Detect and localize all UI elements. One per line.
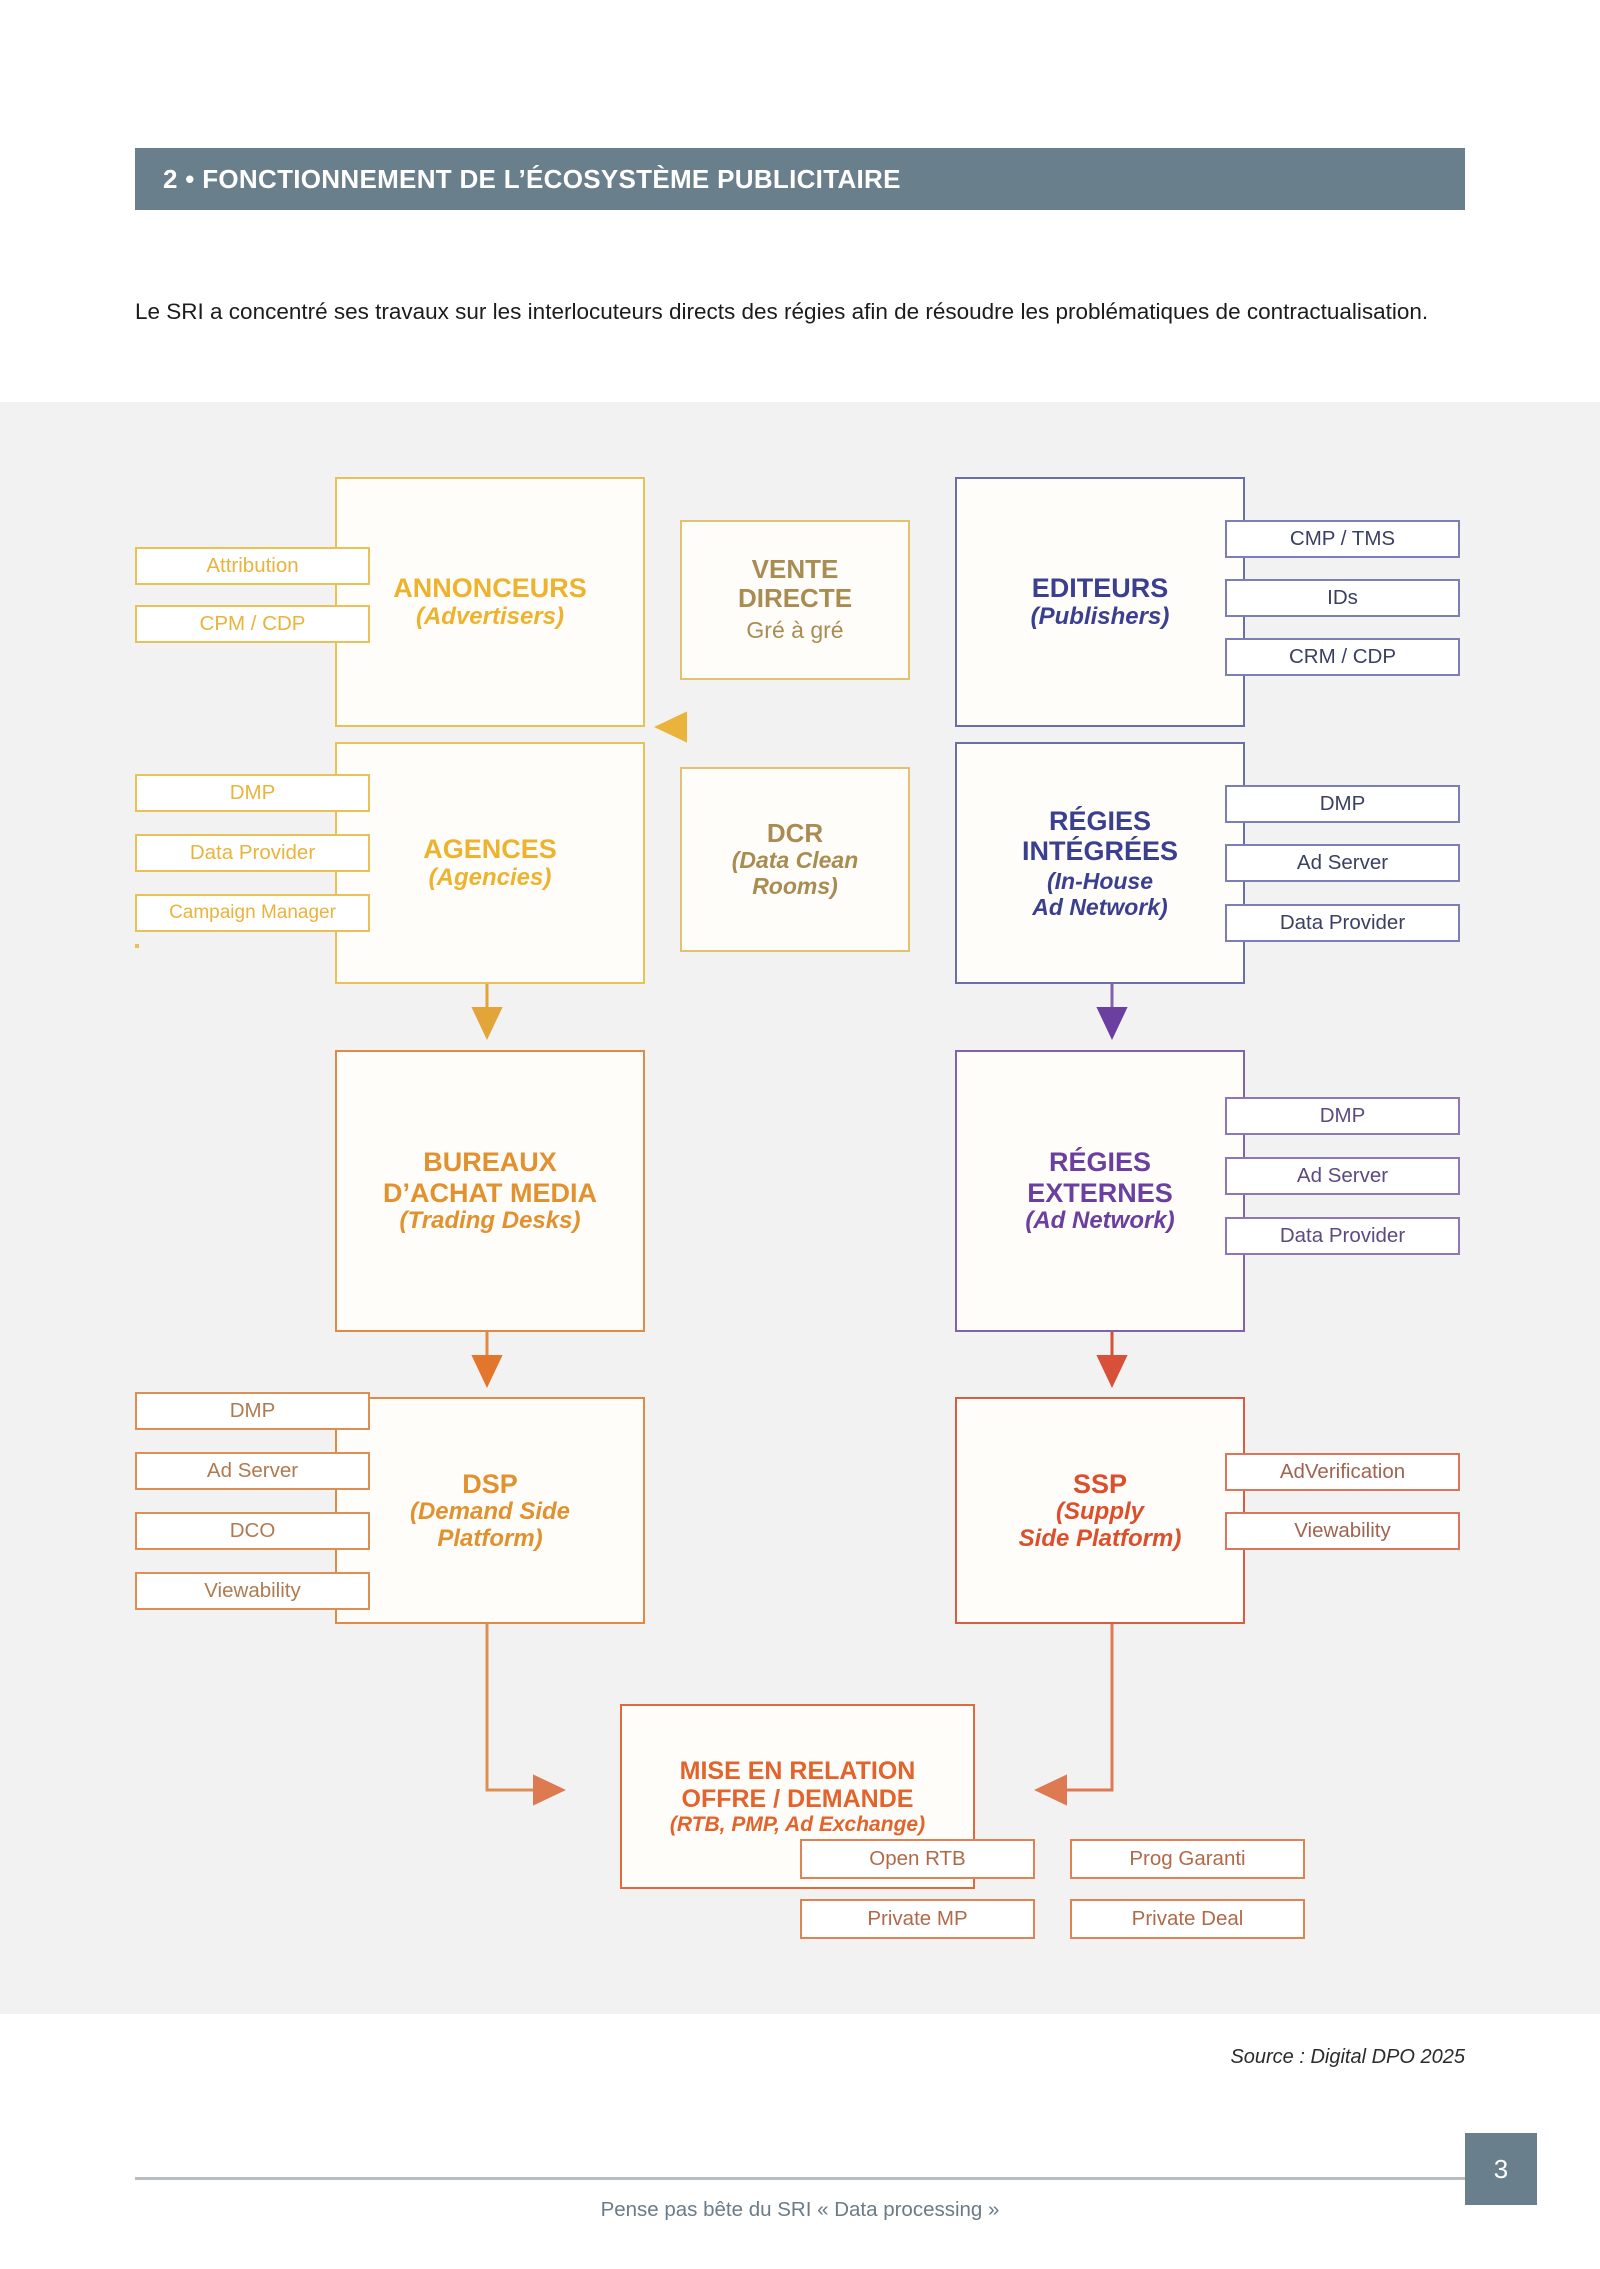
- chip-label: CPM / CDP: [199, 612, 306, 635]
- chip-mise-prog-garanti[interactable]: Prog Garanti: [1070, 1839, 1305, 1879]
- node-regies-ext-subtitle: (Ad Network): [1025, 1206, 1175, 1234]
- node-editeurs-subtitle: (Publishers): [1030, 602, 1170, 630]
- node-bureaux-subtitle: (Trading Desks): [399, 1206, 581, 1234]
- page-number-badge: 3: [1465, 2133, 1537, 2205]
- node-ssp-subtitle-2: Side Platform): [1018, 1524, 1182, 1552]
- chip-label: AdVerification: [1279, 1460, 1406, 1483]
- node-regies-int-title-2: INTÉGRÉES: [1021, 835, 1179, 866]
- chip-mise-private-deal[interactable]: Private Deal: [1070, 1899, 1305, 1939]
- chip-label: DCO: [229, 1519, 276, 1542]
- chip-label: Data Provider: [189, 841, 316, 864]
- chip-label: Campaign Manager: [169, 902, 336, 923]
- node-bureaux-title-1: BUREAUX: [423, 1147, 557, 1178]
- chip-dsp-1[interactable]: Ad Server: [135, 1452, 370, 1490]
- chip-mise-open-rtb[interactable]: Open RTB: [800, 1839, 1035, 1879]
- chip-label: Data Provider: [1279, 1224, 1406, 1247]
- chip-dsp-0[interactable]: DMP: [135, 1392, 370, 1430]
- node-agences-title: AGENCES: [423, 834, 557, 865]
- node-bureaux-title-2: D’ACHAT MEDIA: [383, 1177, 597, 1208]
- chip-label: Ad Server: [206, 1459, 299, 1482]
- chip-label: CMP / TMS: [1289, 527, 1396, 550]
- chip-dsp-2[interactable]: DCO: [135, 1512, 370, 1550]
- source-caption: Source : Digital DPO 2025: [1230, 2046, 1465, 2068]
- section-header-band: 2 • FONCTIONNEMENT DE L’ÉCOSYSTÈME PUBLI…: [135, 148, 1465, 210]
- node-dsp-subtitle-2: Platform): [437, 1524, 543, 1552]
- node-mise-title-2: OFFRE / DEMANDE: [681, 1784, 914, 1813]
- chip-label: Prog Garanti: [1129, 1847, 1246, 1870]
- intro-paragraph: Le SRI a concentré ses travaux sur les i…: [135, 299, 1429, 324]
- chip-label: DMP: [229, 1399, 276, 1422]
- node-vente-subtitle: Gré à gré: [746, 617, 844, 644]
- node-dsp-title: DSP: [462, 1468, 518, 1499]
- node-regies-integrees[interactable]: RÉGIES INTÉGRÉES (In-House Ad Network): [955, 742, 1245, 984]
- chip-label: Open RTB: [869, 1847, 966, 1870]
- node-bureaux-achat-media[interactable]: BUREAUX D’ACHAT MEDIA (Trading Desks): [335, 1050, 645, 1332]
- connector-wires: [471, 711, 1128, 1806]
- ecosystem-diagram: ANNONCEURS (Advertisers) Attribution CPM…: [0, 402, 1600, 2014]
- node-regies-ext-title-2: EXTERNES: [1027, 1177, 1173, 1208]
- chip-label: CRM / CDP: [1288, 645, 1397, 668]
- node-regies-int-subtitle-1: (In-House: [1046, 867, 1154, 894]
- node-ssp[interactable]: SSP (Supply Side Platform): [955, 1397, 1245, 1624]
- chip-regies-int-0[interactable]: DMP: [1225, 785, 1460, 823]
- section-title: 2 • FONCTIONNEMENT DE L’ÉCOSYSTÈME PUBLI…: [163, 163, 901, 194]
- chip-label: Viewability: [204, 1579, 301, 1602]
- chip-mise-private-mp[interactable]: Private MP: [800, 1899, 1035, 1939]
- node-ssp-title: SSP: [1072, 1468, 1128, 1499]
- chip-editeurs-1[interactable]: IDs: [1225, 579, 1460, 617]
- chip-editeurs-0[interactable]: CMP / TMS: [1225, 520, 1460, 558]
- node-regies-ext-title-1: RÉGIES: [1048, 1147, 1152, 1178]
- chip-agences-0[interactable]: DMP: [135, 774, 370, 812]
- chip-ssp-1[interactable]: Viewability: [1225, 1512, 1460, 1550]
- node-annonceurs-subtitle: (Advertisers): [415, 602, 565, 630]
- node-dcr-subtitle-1: (Data Clean: [731, 847, 859, 874]
- footer-text: Pense pas bête du SRI « Data processing …: [600, 2198, 1000, 2221]
- node-dcr[interactable]: DCR (Data Clean Rooms): [680, 767, 910, 952]
- node-ssp-subtitle-1: (Supply: [1056, 1497, 1144, 1525]
- chip-label: DMP: [1319, 1104, 1366, 1127]
- node-annonceurs-title: ANNONCEURS: [393, 573, 587, 604]
- chip-label: Ad Server: [1296, 851, 1389, 874]
- chip-annonceurs-0[interactable]: Attribution: [135, 547, 370, 585]
- node-agences-subtitle: (Agencies): [428, 863, 552, 891]
- node-vente-title-2: DIRECTE: [737, 583, 853, 614]
- node-editeurs[interactable]: EDITEURS (Publishers): [955, 477, 1245, 727]
- node-vente-directe[interactable]: VENTE DIRECTE Gré à gré: [680, 520, 910, 680]
- chip-label: Private MP: [867, 1907, 968, 1930]
- node-vente-title-1: VENTE: [751, 554, 839, 585]
- node-regies-int-subtitle-2: Ad Network): [1032, 893, 1168, 920]
- footer-divider: [135, 2177, 1465, 2180]
- node-mise-title-1: MISE EN RELATION: [679, 1756, 916, 1785]
- node-dcr-title: DCR: [766, 818, 824, 849]
- node-agences[interactable]: AGENCES (Agencies): [335, 742, 645, 984]
- node-annonceurs[interactable]: ANNONCEURS (Advertisers): [335, 477, 645, 727]
- chip-regies-ext-0[interactable]: DMP: [1225, 1097, 1460, 1135]
- node-dcr-subtitle-2: Rooms): [752, 873, 838, 900]
- chip-label: IDs: [1327, 586, 1358, 609]
- chip-label: Attribution: [206, 554, 299, 577]
- node-editeurs-title: EDITEURS: [1031, 573, 1169, 604]
- chip-agences-2[interactable]: Campaign Manager: [135, 894, 370, 932]
- node-mise-subtitle: (RTB, PMP, Ad Exchange): [669, 1812, 926, 1836]
- chip-agences-1[interactable]: Data Provider: [135, 834, 370, 872]
- chip-regies-int-1[interactable]: Ad Server: [1225, 844, 1460, 882]
- node-regies-externes[interactable]: RÉGIES EXTERNES (Ad Network): [955, 1050, 1245, 1332]
- chip-regies-ext-1[interactable]: Ad Server: [1225, 1157, 1460, 1195]
- node-dsp-subtitle-1: (Demand Side: [409, 1497, 571, 1525]
- chip-annonceurs-1[interactable]: CPM / CDP: [135, 605, 370, 643]
- chip-regies-ext-2[interactable]: Data Provider: [1225, 1217, 1460, 1255]
- chip-label: Viewability: [1294, 1519, 1391, 1542]
- chip-label: Private Deal: [1131, 1907, 1244, 1930]
- chip-ssp-0[interactable]: AdVerification: [1225, 1453, 1460, 1491]
- chip-editeurs-2[interactable]: CRM / CDP: [1225, 638, 1460, 676]
- chip-dsp-3[interactable]: Viewability: [135, 1572, 370, 1610]
- chip-label: Data Provider: [1279, 911, 1406, 934]
- chip-regies-int-2[interactable]: Data Provider: [1225, 904, 1460, 942]
- node-regies-int-title-1: RÉGIES: [1048, 805, 1152, 836]
- chip-label: DMP: [229, 781, 276, 804]
- node-dsp[interactable]: DSP (Demand Side Platform): [335, 1397, 645, 1624]
- chip-label: Ad Server: [1296, 1164, 1389, 1187]
- chip-label: DMP: [1319, 792, 1366, 815]
